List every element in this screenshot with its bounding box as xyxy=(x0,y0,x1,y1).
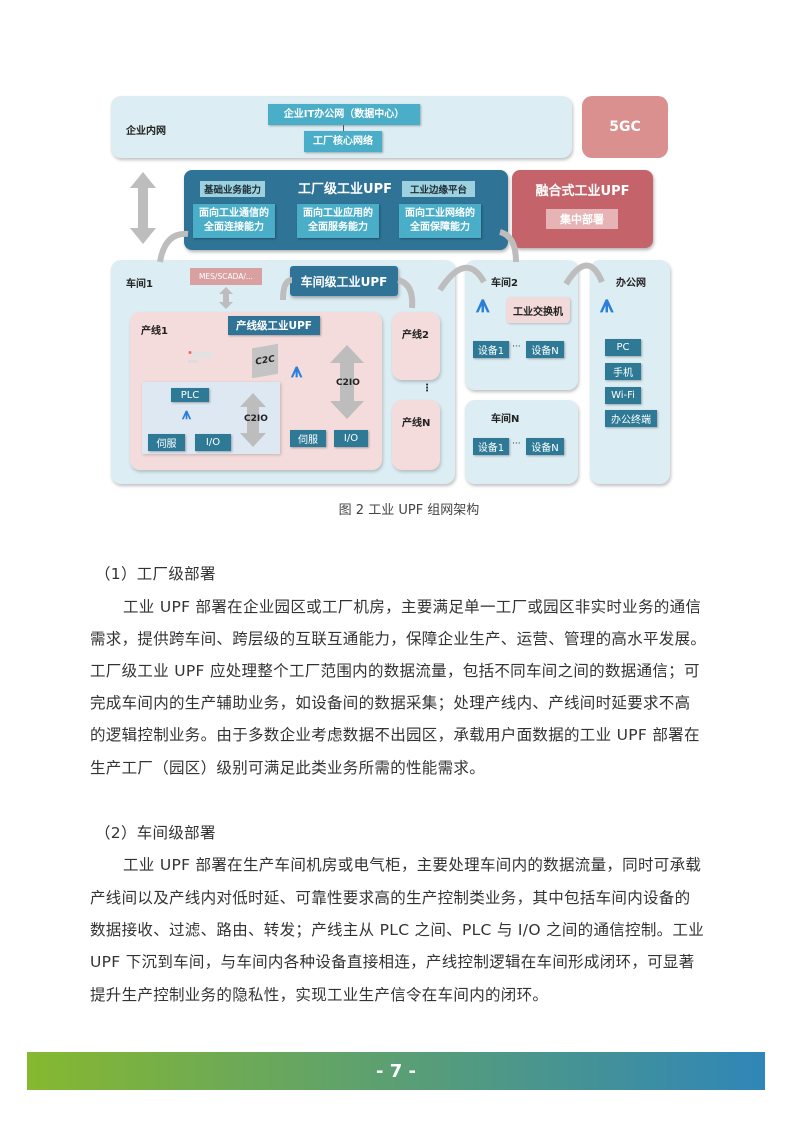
workshop2-label: 车间2 xyxy=(491,278,518,289)
workshop-upf-box: 车间级工业UPF xyxy=(290,266,398,296)
bidirectional-arrow-icon xyxy=(219,287,233,309)
cap-line: 面向工业网络的 xyxy=(405,208,475,219)
ellipsis: ··· xyxy=(512,439,521,449)
office-item-pc: PC xyxy=(605,339,641,356)
office-item-phone: 手机 xyxy=(605,363,641,380)
camera-icon xyxy=(186,350,214,364)
line-upf-box: 产线级工业UPF xyxy=(228,316,320,335)
c2io-inner-label: C2IO xyxy=(244,414,268,424)
paragraph-line: 生产工厂（园区）级别可满足此类业务所需的性能需求。 xyxy=(90,759,486,777)
paragraph-line: 工厂级工业 UPF 应处理整个工厂范围内的数据流量，包括不同车间之间的数据通信；… xyxy=(90,662,700,680)
lineN-box xyxy=(392,400,440,470)
paragraph-line: 完成车间内的生产辅助业务，如设备间的数据采集；处理产线内、产线间时延要求不高 xyxy=(90,694,691,712)
device1-box: 设备1 xyxy=(473,341,509,358)
io-box: I/O xyxy=(195,434,231,451)
ellipsis: ··· xyxy=(512,342,521,352)
office-network-label: 办公网 xyxy=(616,278,646,289)
cap-line: 全面保障能力 xyxy=(410,222,470,233)
capability-service: 面向工业应用的全面服务能力 xyxy=(297,204,379,238)
cap-line: 面向工业通信的 xyxy=(199,208,269,219)
servo-box: 伺服 xyxy=(148,434,185,451)
enterprise-label: 企业内网 xyxy=(126,126,166,137)
antenna-tower-icon: ⩚ xyxy=(476,290,490,318)
figure-caption: 图 2 工业 UPF 组网架构 xyxy=(338,503,480,518)
it-office-box: 企业IT办公网（数据中心） xyxy=(268,104,420,125)
page-number: - 7 - xyxy=(376,1060,416,1082)
core-network-box: 工厂核心网络 xyxy=(304,131,382,152)
deviceN-box: 设备N xyxy=(526,341,564,358)
line2-box xyxy=(392,312,440,380)
curved-arrow-icon xyxy=(157,230,189,263)
converged-upf-title: 融合式工业UPF xyxy=(535,184,630,199)
paragraph-line: UPF 下沉到车间，与车间内各种设备直接相连，产线控制逻辑在车间形成闭环，可显著 xyxy=(90,953,695,971)
cap-line: 面向工业应用的 xyxy=(303,208,373,219)
office-item-wifi: Wi-Fi xyxy=(605,387,641,404)
device1-box: 设备1 xyxy=(473,438,509,455)
office-item-terminal: 办公终端 xyxy=(605,410,657,427)
industrial-switch-box: 工业交换机 xyxy=(506,297,570,323)
edge-platform-label: 工业边缘平台 xyxy=(402,181,475,197)
paragraph-line: 产线间以及产线内对低时延、可靠性要求高的生产控制类业务，其中包括车间内设备的 xyxy=(90,889,691,907)
page-number-footer: - 7 - xyxy=(27,1052,765,1090)
basic-service-label: 基础业务能力 xyxy=(200,181,265,197)
antenna-tower-icon: ⩚ xyxy=(182,404,192,423)
paragraph-line: 的逻辑控制业务。由于多数企业考虑数据不出园区，承载用户面数据的工业 UPF 部署… xyxy=(90,726,700,744)
plc-box: PLC xyxy=(171,388,209,402)
c2io-label: C2IO xyxy=(336,378,360,388)
line1-label: 产线1 xyxy=(141,326,168,337)
cap-line: 全面连接能力 xyxy=(204,222,264,233)
workshopN-label: 车间N xyxy=(491,414,520,425)
mes-scada-box: MES/SCADA/... xyxy=(190,268,262,285)
lineN-label: 产线N xyxy=(402,418,431,429)
5gc-box: 5GC xyxy=(582,96,668,158)
vertical-ellipsis: ⋮ xyxy=(422,383,432,394)
bidirectional-arrow-icon xyxy=(130,172,156,244)
line2-label: 产线2 xyxy=(402,330,429,341)
curved-arrow-icon xyxy=(437,264,487,292)
curved-arrow-icon xyxy=(563,262,605,286)
c2io-inner-arrow xyxy=(240,393,266,447)
capability-assurance: 面向工业网络的全面保障能力 xyxy=(399,204,481,238)
curved-arrows xyxy=(157,229,605,309)
deviceN-box: 设备N xyxy=(526,438,564,455)
workshop1-label: 车间1 xyxy=(126,279,153,290)
paragraph-line: 工业 UPF 部署在生产车间机房或电气柜，主要处理车间内的数据流量，同时可承载 xyxy=(123,856,702,874)
section2-heading: （2）车间级部署 xyxy=(95,824,216,842)
curved-arrow-icon xyxy=(280,277,293,301)
capability-connect: 面向工业通信的全面连接能力 xyxy=(193,204,275,238)
servo-box-2: 伺服 xyxy=(290,430,326,447)
curved-arrow-icon xyxy=(397,277,416,309)
section1-heading: （1）工厂级部署 xyxy=(95,565,216,583)
cap-line: 全面服务能力 xyxy=(308,222,368,233)
paragraph-line: 工业 UPF 部署在企业园区或工厂机房，主要满足单一工厂或园区非实时业务的通信 xyxy=(123,598,702,616)
factory-upf-title: 工厂级工业UPF xyxy=(298,182,392,197)
curved-arrow-icon xyxy=(499,229,519,263)
io-box-2: I/O xyxy=(334,430,368,447)
c2io-arrow xyxy=(330,345,364,419)
paragraph-line: 需求，提供跨车间、跨层级的互联互通能力，保障企业生产、运营、管理的高水平发展。 xyxy=(90,630,707,648)
paragraph-line: 提升生产控制业务的隐私性，实现工业生产信令在车间内的闭环。 xyxy=(90,986,549,1004)
paragraph-line: 数据接收、过滤、路由、转发；产线主从 PLC 之间、PLC 与 I/O 之间的通… xyxy=(90,921,705,939)
centralized-label: 集中部署 xyxy=(546,209,618,229)
connector-line xyxy=(343,125,344,131)
antenna-tower-icon: ⩚ xyxy=(600,290,614,318)
antenna-tower-icon: ⩚ xyxy=(291,358,303,382)
